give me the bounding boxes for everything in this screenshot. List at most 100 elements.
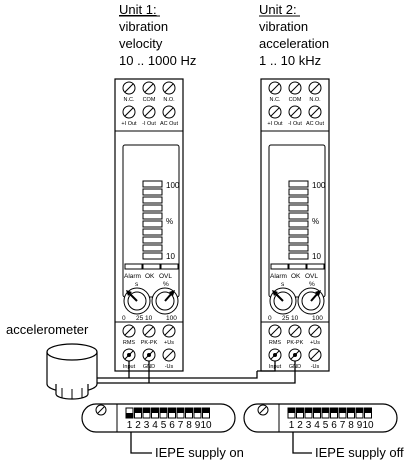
terminal-label: -I Out xyxy=(142,121,156,127)
dip-switch-number: 6 xyxy=(331,420,337,431)
terminal-label: -Us xyxy=(311,364,320,370)
bargraph-led-segment xyxy=(288,236,309,244)
dip-switch-number: 9 xyxy=(357,420,363,431)
dip-switch-lever[interactable] xyxy=(160,408,167,413)
dip-switch-lever[interactable] xyxy=(313,408,321,413)
dip-switch-lever[interactable] xyxy=(143,408,150,413)
dip-switch-lever[interactable] xyxy=(356,408,363,413)
dip-switch-lever[interactable] xyxy=(347,408,355,413)
bargraph-led-segment xyxy=(142,252,163,260)
terminal-label: N.C. xyxy=(270,97,281,103)
dip-switch-lever[interactable] xyxy=(330,408,338,413)
accelerometer-sensor: accelerometer xyxy=(6,322,98,400)
dial-scale-25: 25 xyxy=(136,315,144,322)
dial-time-label: s xyxy=(135,281,139,288)
wiring xyxy=(97,361,296,384)
dip-switch-number: 3 xyxy=(144,420,150,431)
bargraph-led-segment xyxy=(142,220,163,228)
unit-2-front-panel xyxy=(268,144,326,298)
terminal-label: PK-PK xyxy=(141,340,158,346)
dip-switch-lever[interactable] xyxy=(288,408,295,413)
dip-switch-number: 4 xyxy=(314,420,320,431)
dip-switch-lever[interactable] xyxy=(194,408,201,413)
unit-2-module: Unit 2: vibration acceleration 1 .. 10 k… xyxy=(259,2,330,372)
bargraph-led-segment xyxy=(142,196,163,204)
unit-1-line-2: velocity xyxy=(119,36,163,51)
dip-switch-1-levers[interactable] xyxy=(125,407,210,419)
dip-switch-number: 5 xyxy=(323,420,329,431)
terminal-label: -I Out xyxy=(288,121,302,127)
dip-switch-lever[interactable] xyxy=(185,408,193,413)
bargraph-led-segment xyxy=(142,228,163,236)
dial-time-label: s xyxy=(281,281,285,288)
dip-switch-2-levers[interactable] xyxy=(287,407,372,419)
unit-1-level-dial[interactable] xyxy=(151,287,179,315)
unit-1-led-bargraph xyxy=(142,180,163,260)
dip-switch-lever[interactable] xyxy=(151,408,159,413)
unit-2-line-2: acceleration xyxy=(259,36,329,51)
dial-scale-0: 0 xyxy=(122,315,126,322)
unit-1-output-terminals: +I Out -I Out AC Out xyxy=(121,105,179,127)
unit-2-mode-terminals: RMS PK-PK +Us xyxy=(268,324,322,346)
dip-switch-lever[interactable] xyxy=(177,408,184,413)
dip-switch-number: 8 xyxy=(348,420,354,431)
unit-1-line-3: 10 .. 1000 Hz xyxy=(119,53,196,68)
bargraph-led-segment xyxy=(288,204,309,212)
bargraph-led-segment xyxy=(288,244,309,252)
dip-switch-lever[interactable] xyxy=(168,408,176,413)
bargraph-led-segment xyxy=(142,188,163,196)
terminal-label: RMS xyxy=(123,340,136,346)
dial-scale-10: 10 xyxy=(291,315,299,322)
dial-scale-10: 10 xyxy=(145,315,153,322)
bargraph-led-segment xyxy=(142,244,163,252)
iepe-supply-on-caption: IEPE supply on xyxy=(155,445,244,460)
scale-label-percent: % xyxy=(166,217,173,226)
dip-switch-number: 2 xyxy=(297,420,303,431)
dip-switch-number: 5 xyxy=(161,420,167,431)
unit-2-output-terminals: +I Out -I Out AC Out xyxy=(267,105,324,127)
dip-switch-number: 1 xyxy=(289,420,295,431)
dip-switch-1-pointer xyxy=(130,432,152,454)
terminal-label: +Us xyxy=(164,340,174,346)
scale-label-100: 100 xyxy=(312,181,326,190)
bargraph-led-segment xyxy=(142,204,163,212)
accelerometer-label: accelerometer xyxy=(6,322,89,337)
dip-switch-number: 6 xyxy=(169,420,175,431)
terminal-label: AC Out xyxy=(160,121,179,127)
terminal-label: COM xyxy=(289,97,302,103)
dip-switch-lever[interactable] xyxy=(296,408,304,413)
unit-1-time-dial[interactable] xyxy=(123,287,151,315)
dip-switch-lever[interactable] xyxy=(322,408,329,413)
scale-label-percent: % xyxy=(312,217,319,226)
dip-switch-lever[interactable] xyxy=(305,408,312,413)
bargraph-led-segment xyxy=(288,196,309,204)
unit-2-level-dial[interactable] xyxy=(297,287,325,315)
dip-switch-number: 7 xyxy=(340,420,346,431)
dial-scale-25: 25 xyxy=(282,315,290,322)
dip-switch-lever[interactable] xyxy=(202,408,210,413)
bargraph-led-segment xyxy=(288,188,309,196)
terminal-label: N.O. xyxy=(309,97,321,103)
terminal-label: N.O. xyxy=(163,97,175,103)
terminal-label: COM xyxy=(143,97,156,103)
unit-1-relay-terminals: N.C. COM N.O. xyxy=(122,81,176,103)
dip-switch-lever[interactable] xyxy=(364,408,372,413)
unit-2-time-dial[interactable] xyxy=(269,287,297,315)
unit-2-status-leds: Alarm OK OVL xyxy=(270,263,325,280)
terminal-label: N.C. xyxy=(124,97,135,103)
unit-2-line-1: vibration xyxy=(259,19,308,34)
dip-switch-lever[interactable] xyxy=(134,408,142,413)
wire-unit-2-input xyxy=(257,361,276,372)
status-alarm-label: Alarm xyxy=(270,273,287,280)
unit-1-front-panel xyxy=(122,144,180,298)
bargraph-led-segment xyxy=(288,212,309,220)
dip-switch-lever[interactable] xyxy=(339,408,346,413)
dip-switch-number: 1 xyxy=(127,420,133,431)
dip-switch-number: 4 xyxy=(152,420,158,431)
dip-switch-lever[interactable] xyxy=(126,413,133,418)
unit-1-title: Unit 1: xyxy=(119,2,157,17)
